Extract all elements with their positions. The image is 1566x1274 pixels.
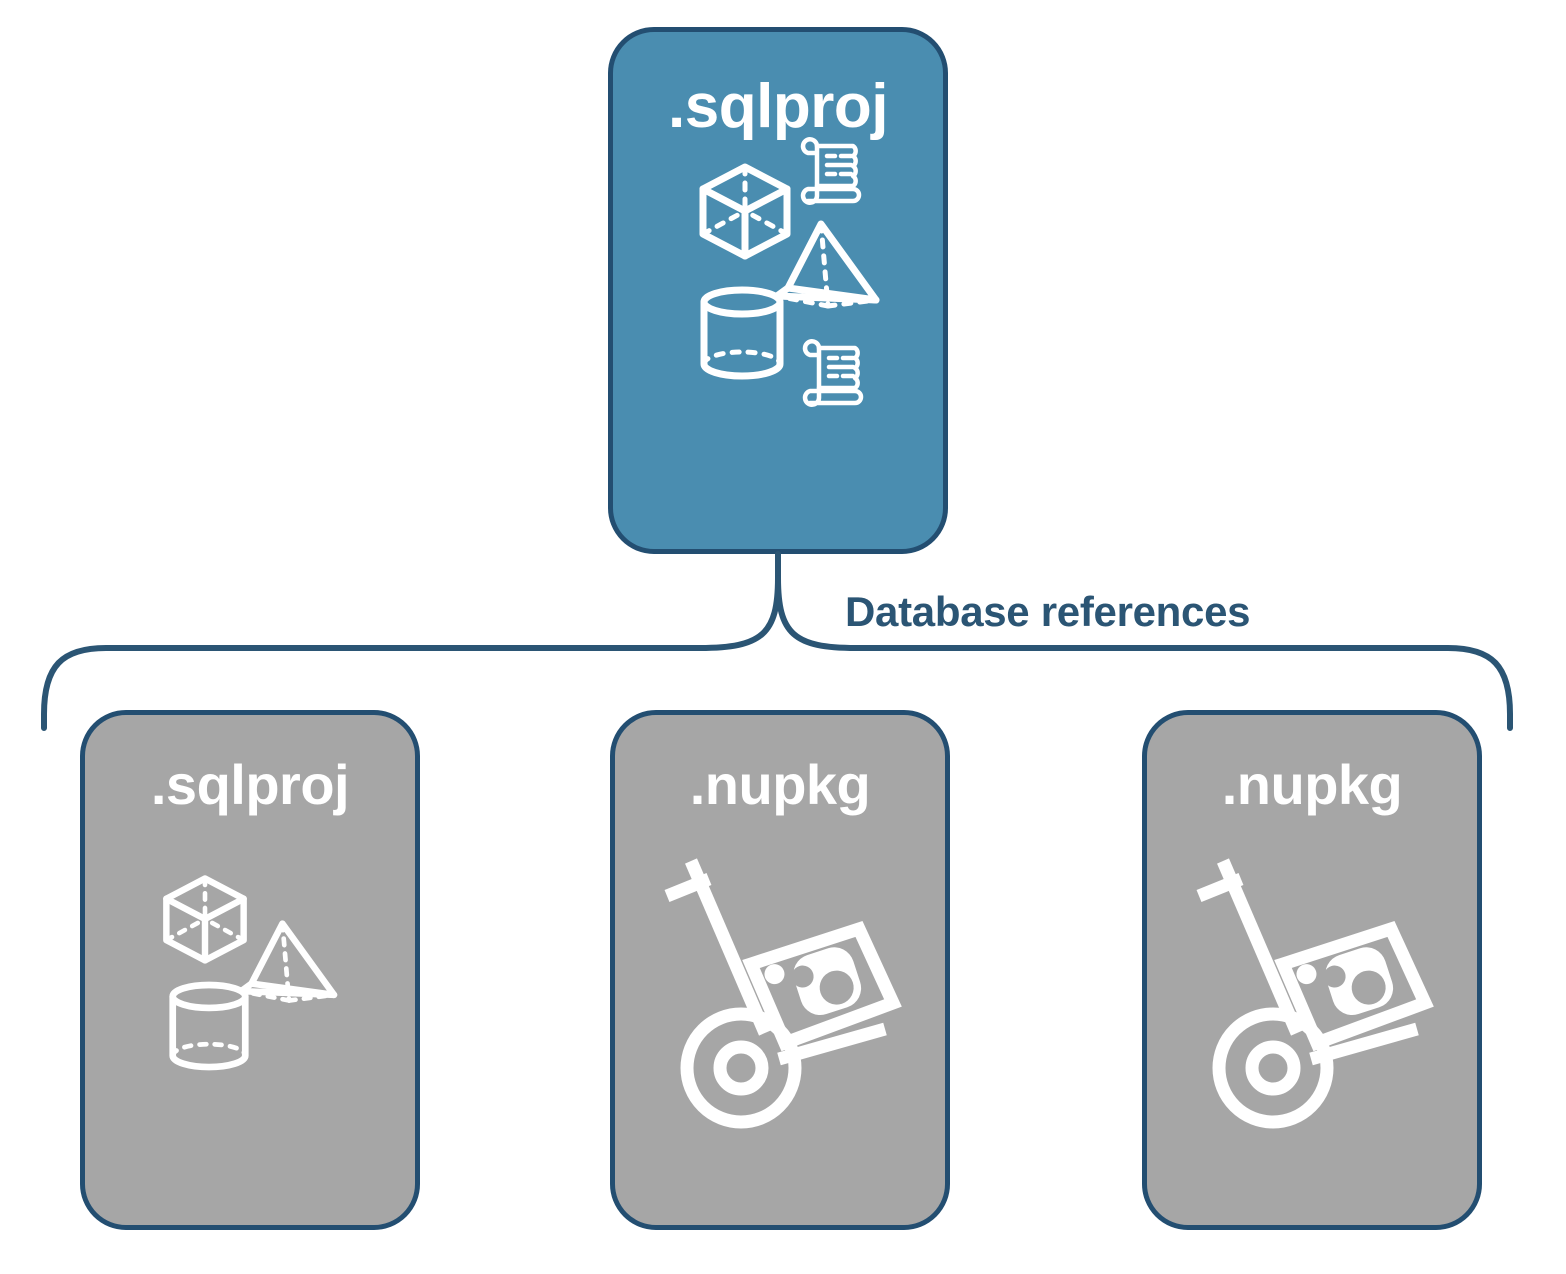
node-nupkg-reference-1[interactable]: .nupkg	[610, 710, 950, 1230]
cube-icon	[699, 163, 791, 260]
scroll-icon	[802, 339, 864, 407]
hand-truck-package-icon	[1196, 858, 1434, 1129]
cylinder-icon	[169, 981, 249, 1071]
icon-group-top	[613, 137, 943, 549]
icon-group-bottom-middle	[615, 813, 945, 1225]
node-title: .nupkg	[1221, 753, 1403, 816]
node-sqlproj-top[interactable]: .sqlproj	[608, 27, 948, 554]
node-title: .sqlproj	[668, 72, 888, 141]
node-nupkg-reference-2[interactable]: .nupkg	[1142, 710, 1482, 1230]
connector-label: Database references	[845, 588, 1251, 635]
hand-truck-package-icon	[664, 858, 902, 1129]
icon-group-bottom-left	[85, 813, 415, 1225]
node-title: .nupkg	[689, 753, 871, 816]
node-title: .sqlproj	[150, 753, 350, 816]
pyramid-icon	[237, 920, 338, 1003]
pyramid-icon	[773, 220, 880, 309]
node-sqlproj-reference[interactable]: .sqlproj	[80, 710, 420, 1230]
cylinder-icon	[700, 286, 784, 380]
scroll-icon	[800, 137, 862, 205]
cube-icon	[163, 875, 247, 964]
icon-group-bottom-right	[1147, 813, 1477, 1225]
